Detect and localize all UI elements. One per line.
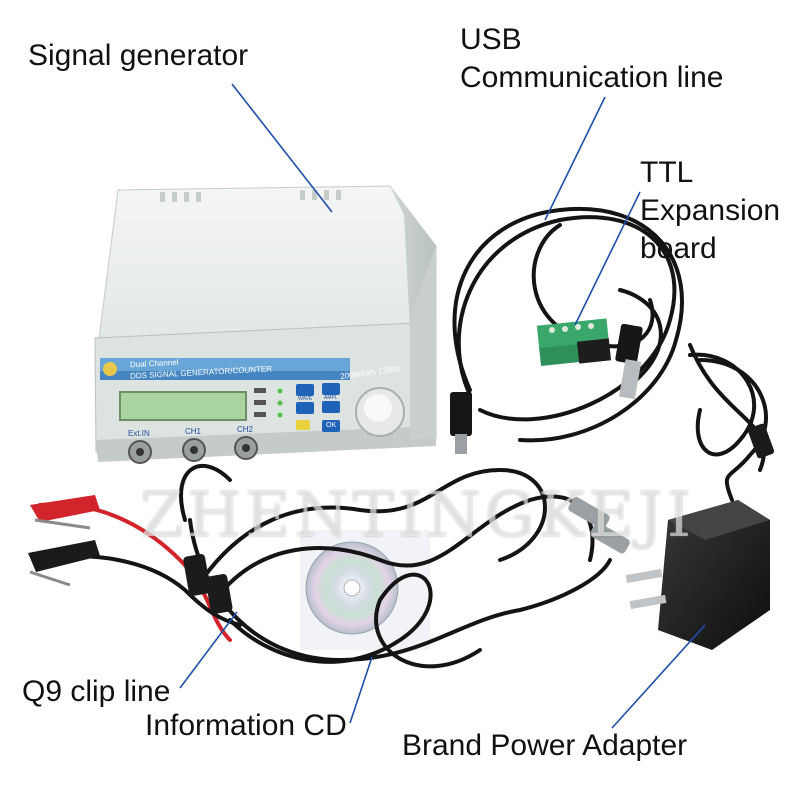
label-ttl-line3: board xyxy=(640,232,717,265)
watermark: ZHENTINGKEJI xyxy=(140,478,696,551)
label-information-cd: Information CD xyxy=(145,709,347,742)
port-label-extin: Ext.IN xyxy=(128,429,150,438)
label-q9-clip-line: Q9 clip line xyxy=(22,675,171,708)
label-brand-power-adapter: Brand Power Adapter xyxy=(402,729,688,762)
power-adapter xyxy=(625,500,770,650)
button-label-ok: OK xyxy=(326,422,337,429)
usb-b-connector xyxy=(450,392,472,454)
bnc-connector-left xyxy=(183,554,233,614)
bnc-connector-right xyxy=(568,497,630,554)
power-cable xyxy=(688,343,768,502)
dc-plug xyxy=(747,423,775,459)
usb-a-connector xyxy=(615,323,643,400)
label-ttl-line1: TTL xyxy=(640,156,694,189)
button-label-wave: WAVE xyxy=(298,396,313,402)
signal-generator-device xyxy=(94,185,437,464)
label-usb-line2: Communication line xyxy=(460,61,724,94)
label-signal-generator: Signal generator xyxy=(28,39,249,72)
port-label-ch2: CH2 xyxy=(237,425,254,434)
label-ttl-line2: Expansion xyxy=(640,194,781,227)
button-label-ampl: AMPL xyxy=(324,395,338,401)
ttl-expansion-board xyxy=(536,318,612,367)
label-usb-line1: USB xyxy=(460,23,522,56)
red-alligator-clip xyxy=(30,495,100,530)
port-label-ch1: CH1 xyxy=(185,427,202,436)
callout-lines xyxy=(179,83,706,729)
black-alligator-clip xyxy=(28,540,100,587)
